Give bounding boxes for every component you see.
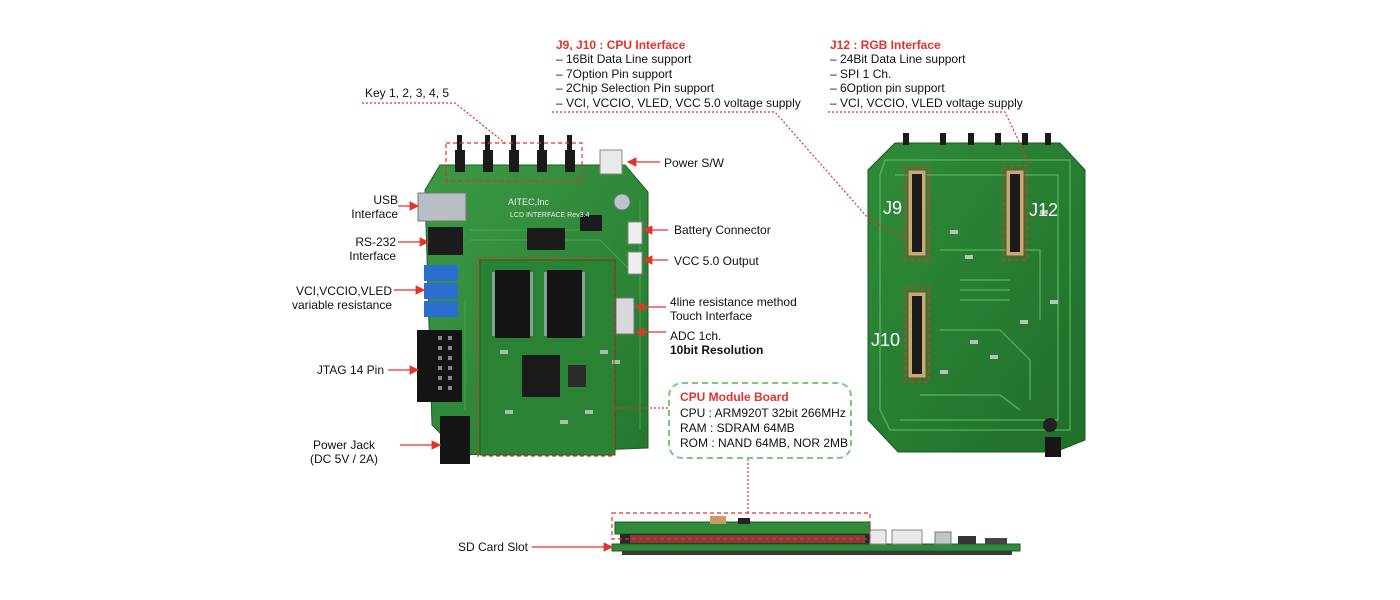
j12-label: J12: [1029, 200, 1059, 220]
board-brand: AITEC,Inc: [508, 197, 550, 207]
rs232-connector: [428, 227, 463, 255]
rgb-interface-title: J12 : RGB Interface: [830, 38, 941, 52]
cpu-interface-title: J9, J10 : CPU Interface: [556, 38, 686, 52]
rgb-interface-spec: J12 : RGB Interface – 24Bit Data Line su…: [830, 38, 1023, 110]
cpu-module-line: ROM : NAND 64MB, NOR 2MB: [680, 436, 849, 450]
usb-connector: [417, 192, 467, 222]
key-buttons: [455, 135, 575, 172]
trimmer: [424, 301, 458, 317]
battery-label: Battery Connector: [674, 223, 771, 237]
cpu-interface-item: – 7Option Pin support: [556, 66, 673, 81]
adc-label: ADC 1ch.10bit Resolution: [670, 329, 764, 357]
front-board: [417, 135, 649, 464]
j10-label: J10: [871, 330, 901, 350]
cpu-module-line: CPU : ARM920T 32bit 266MHz: [680, 406, 846, 420]
trimmer: [424, 265, 458, 281]
sdram-chip: [495, 270, 530, 338]
board-model: LCD INTERFACE Rev3.4: [510, 212, 590, 219]
side-view-board: [611, 512, 1021, 555]
cpu-interface-item: – 2Chip Selection Pin support: [556, 81, 715, 96]
cpu-module-box: CPU Module Board CPU : ARM920T 32bit 266…: [668, 382, 852, 459]
sd-card-label: SD Card Slot: [457, 540, 528, 554]
callout-lines: [362, 102, 1031, 552]
cpu-module-title: CPU Module Board: [680, 390, 789, 404]
sdram-chip: [547, 270, 582, 338]
keys-label: Key 1, 2, 3, 4, 5: [365, 86, 450, 100]
j9-label: J9: [883, 198, 903, 218]
battery-connector: [627, 221, 643, 245]
trimmer: [424, 283, 458, 299]
cpu-interface-item: – VCI, VCCIO, VLED, VCC 5.0 voltage supp…: [556, 95, 801, 110]
vcc-output-label: VCC 5.0 Output: [674, 254, 759, 268]
rgb-interface-item: – SPI 1 Ch.: [830, 66, 892, 81]
power-jack: [440, 416, 470, 464]
power-sw-label: Power S/W: [664, 156, 725, 170]
power-jack-label: Power Jack(DC 5V / 2A): [309, 438, 378, 466]
cpu-interface-item: – 16Bit Data Line support: [556, 52, 692, 66]
vcc-output-connector: [627, 251, 643, 275]
rgb-interface-item: – VCI, VCCIO, VLED voltage supply: [830, 95, 1023, 110]
rgb-interface-item: – 24Bit Data Line support: [830, 52, 966, 66]
cpu-interface-spec: J9, J10 : CPU Interface – 16Bit Data Lin…: [556, 38, 801, 110]
cpu-chip: [522, 355, 560, 397]
rgb-interface-item: – 6Option pin support: [830, 81, 945, 96]
power-switch: [599, 149, 623, 175]
jtag-label: JTAG 14 Pin: [316, 363, 384, 377]
back-board: [867, 133, 1086, 457]
cpu-module-line: RAM : SDRAM 64MB: [680, 421, 795, 435]
